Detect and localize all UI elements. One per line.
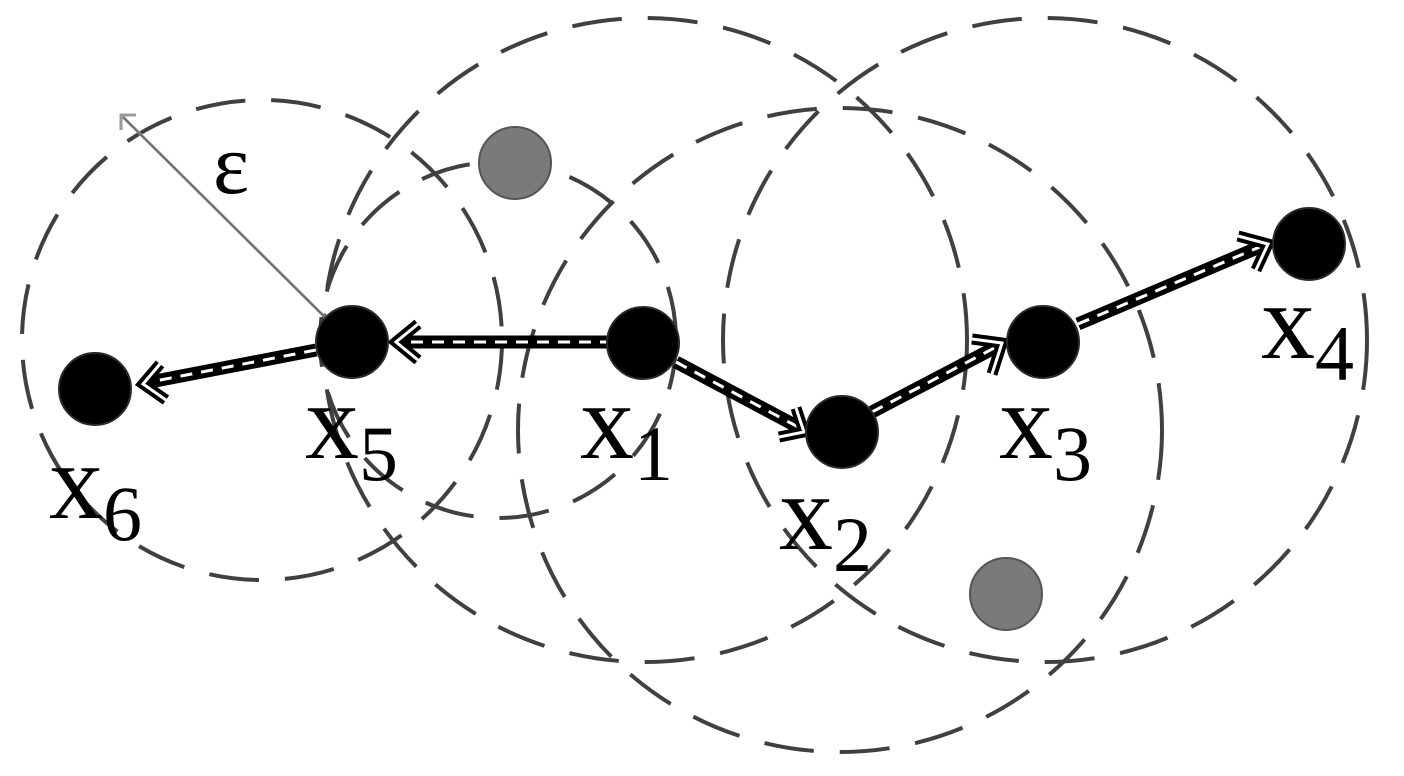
label-x3-base: x (999, 363, 1053, 482)
label-x4: x4 (1261, 263, 1354, 397)
epsilon-radius-arrowhead (119, 113, 136, 130)
arrow-x3-to-x4 (1075, 230, 1276, 330)
point-x1 (606, 306, 680, 380)
point-x2 (805, 395, 879, 469)
label-x6-subscript: 6 (103, 470, 142, 557)
label-x3: x3 (999, 363, 1092, 497)
label-x2-base: x (779, 454, 833, 573)
noise-point (969, 557, 1043, 631)
label-x4-subscript: 4 (1315, 310, 1354, 397)
label-x4-base: x (1261, 263, 1315, 382)
label-x6-base: x (49, 423, 103, 542)
arrow-x2-to-x3 (868, 333, 1010, 418)
arrow-x5-to-x6 (134, 343, 318, 405)
neighborhood-circle-x2 (516, 106, 1164, 754)
label-x5: x5 (305, 363, 398, 497)
label-x2: x2 (779, 454, 872, 588)
arrow-x1-to-x2 (672, 356, 812, 443)
label-x1-base: x (580, 363, 634, 482)
reachability-arrows (134, 230, 1276, 443)
noise-point (478, 126, 552, 200)
label-x6: x6 (49, 423, 142, 557)
neighborhood-circle-x3 (721, 16, 1369, 664)
label-x5-base: x (305, 363, 359, 482)
arrow-x1-to-x5 (387, 319, 612, 365)
data-points (58, 207, 1346, 469)
label-x5-subscript: 5 (359, 410, 398, 497)
epsilon-radius: ε (119, 113, 352, 344)
label-x3-subscript: 3 (1053, 410, 1092, 497)
point-x3 (1006, 305, 1080, 379)
point-x5 (315, 305, 389, 379)
point-labels: x1 x2 x3 x4 x5 x6 (49, 263, 1354, 588)
label-x1-subscript: 1 (634, 410, 673, 497)
label-x2-subscript: 2 (833, 501, 872, 588)
label-x1: x1 (580, 363, 673, 497)
epsilon-label: ε (213, 116, 249, 212)
noise-points (478, 126, 1043, 631)
point-x4 (1272, 207, 1346, 281)
point-x6 (58, 352, 132, 426)
